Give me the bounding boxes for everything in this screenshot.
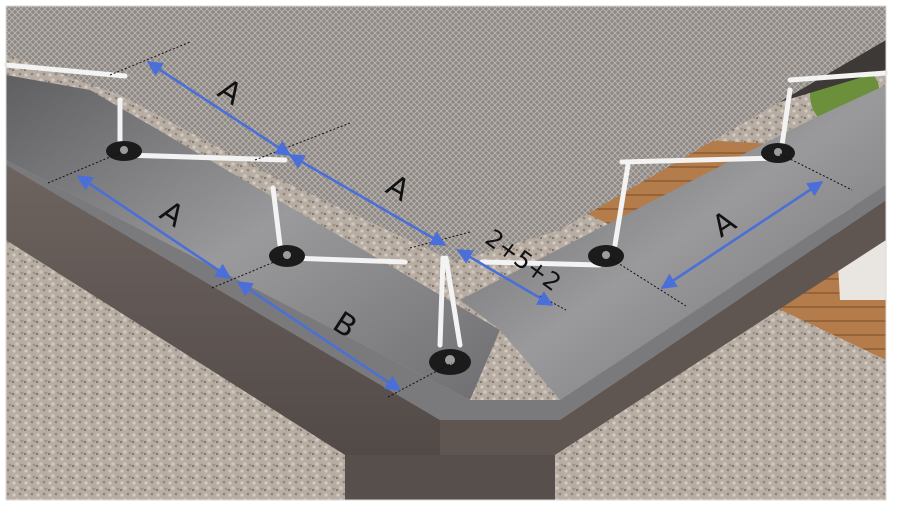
strap	[619, 155, 783, 165]
anchor-bolt	[445, 355, 455, 365]
pool-wall-front-leg	[345, 455, 555, 500]
strap	[287, 255, 408, 265]
strap	[787, 70, 889, 83]
dimension-arrow-a-left-edge	[76, 174, 232, 280]
extension-line	[779, 153, 853, 191]
dimension-arrow-a-top-left	[146, 60, 292, 157]
extension-line	[211, 256, 287, 289]
anchor-bolt	[602, 251, 610, 259]
dimension-arrows	[76, 60, 824, 392]
strap	[3, 62, 128, 79]
extension-line	[109, 41, 191, 76]
strap	[443, 255, 463, 348]
dimension-arrow-a-right-edge	[660, 180, 824, 290]
dimension-arrow-b-left-edge	[236, 280, 402, 392]
strap	[270, 185, 283, 248]
anchor-bolt	[120, 146, 128, 154]
strap	[612, 162, 631, 248]
strap	[779, 87, 793, 148]
dimension-arrow-spacing	[456, 248, 554, 307]
anchor-group	[106, 141, 795, 375]
image-border	[5, 5, 887, 501]
anchor-bolt	[283, 251, 291, 259]
dimension-arrow-a-top-middle	[288, 153, 447, 247]
extension-line	[387, 362, 453, 398]
strap	[437, 255, 446, 348]
extension-line	[609, 257, 687, 307]
extension-line	[47, 151, 123, 184]
pool-wall-right-face	[440, 200, 886, 500]
